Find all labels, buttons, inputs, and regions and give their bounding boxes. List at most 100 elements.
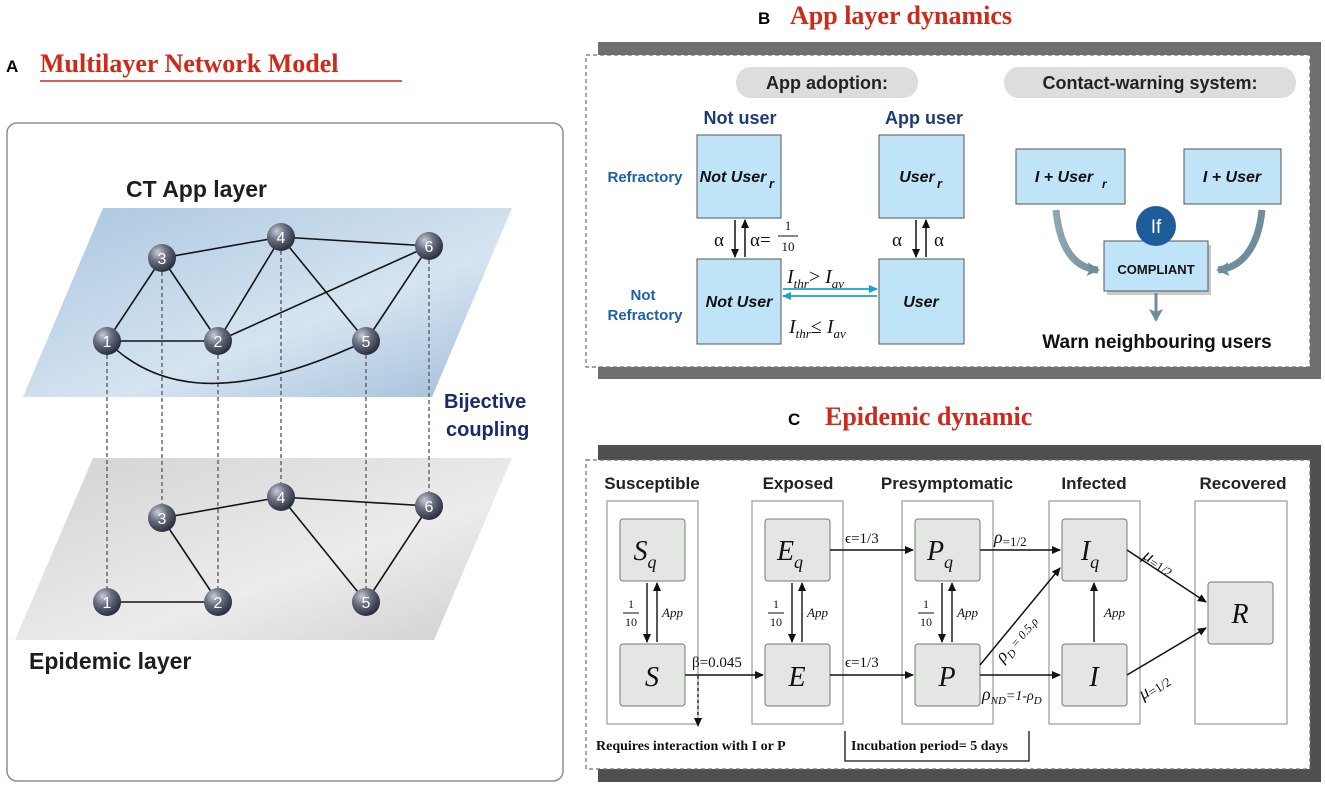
vertical-app-arrows	[643, 582, 1098, 643]
e-frac-num: 1	[773, 597, 779, 611]
column-outlines	[606, 500, 1288, 725]
app-node-label: 2	[214, 334, 223, 351]
p-frac-num: 1	[923, 597, 929, 611]
i-app: App	[1103, 605, 1125, 620]
epi-node-label: 5	[362, 595, 371, 612]
coupling-label-2: coupling	[446, 419, 529, 441]
i-user-text: I + User	[1203, 169, 1262, 186]
eps-bottom-label: ϵ=1/3	[845, 655, 879, 671]
refractory-label: Refractory	[607, 169, 683, 186]
app-node-label: 3	[158, 251, 167, 268]
e-frac-den: 10	[770, 615, 782, 629]
rho-nd-label: ρND=1-ρD	[981, 684, 1042, 707]
p-app: App	[956, 605, 978, 620]
epi-node-label: 1	[103, 595, 112, 612]
requires-note: Requires interaction with I or P	[596, 739, 786, 754]
if-circle	[1136, 206, 1176, 246]
p-frac-den: 10	[920, 615, 932, 629]
app-node-label: 1	[103, 334, 112, 351]
not-user-text: Not User	[706, 294, 773, 311]
app-adoption-pill	[736, 67, 918, 98]
i-user-r-sub: r	[1102, 177, 1108, 191]
panel-c-content	[585, 459, 1311, 770]
not-user-header: Not user	[703, 108, 776, 128]
user-refractory-box	[878, 134, 965, 219]
incubation-bracket	[844, 731, 1030, 762]
epi-node-label: 2	[214, 595, 223, 612]
panel-c-title: Epidemic dynamic	[825, 402, 1032, 431]
epidemic-layer-nodes: 1 2 3 4 5 6	[93, 483, 443, 616]
not-refractory-label-2: Refractory	[607, 307, 683, 324]
app-layer-edges	[106, 236, 430, 385]
user-refractory-text: User	[899, 169, 935, 186]
alpha-user-right: α	[934, 230, 944, 251]
epi-node-label: 4	[277, 490, 286, 507]
not-refractory-label-1: Not	[631, 287, 656, 304]
app-layer-plane	[23, 208, 512, 397]
alpha-frac-den: 10	[782, 239, 795, 254]
warn-text: Warn neighbouring users	[1042, 332, 1271, 353]
state-eq: Eq	[776, 536, 803, 572]
panel-b-letter: B	[758, 9, 770, 28]
col-presymptomatic: Presymptomatic	[881, 474, 1013, 493]
col-susceptible: Susceptible	[604, 474, 699, 493]
user-refractory-sub: r	[937, 176, 943, 191]
panel-a-letter: A	[6, 57, 18, 76]
app-node-label: 6	[425, 239, 434, 256]
state-p: P	[937, 662, 955, 693]
app-user-header: App user	[885, 108, 963, 128]
i-user-r-box	[1015, 148, 1126, 205]
i-user-r-text: I + User	[1035, 169, 1094, 186]
alpha-user-left: α	[892, 230, 902, 251]
app-layer-nodes: 1 2 3 4 5 6	[93, 223, 443, 355]
s-frac-num: 1	[628, 597, 634, 611]
panel-c-letter: C	[788, 410, 800, 429]
abandon-condition: Ithr≤ Iav	[788, 316, 846, 341]
not-user-refractory-text: Not User	[700, 169, 767, 186]
epi-node-label: 3	[158, 511, 167, 528]
s-frac-den: 10	[625, 615, 637, 629]
contact-warning-pill	[1004, 67, 1296, 98]
alpha-frac-num: 1	[785, 218, 792, 233]
not-user-box	[696, 258, 782, 345]
app-layer-label: CT App layer	[126, 176, 267, 202]
alpha-left: α	[714, 230, 724, 251]
state-pq: Pq	[926, 536, 953, 572]
compliant-box	[1103, 240, 1209, 292]
curved-arrow-left	[1052, 209, 1100, 277]
panel-c: C Epidemic dynamic Susceptible Exposed P…	[585, 402, 1321, 782]
not-user-refractory-box	[696, 134, 782, 219]
col-exposed: Exposed	[763, 474, 834, 493]
coupling-lines	[106, 237, 430, 602]
app-node-label: 5	[362, 334, 371, 351]
incubation-note: Incubation period= 5 days	[851, 739, 1009, 754]
s-app: App	[661, 605, 683, 620]
transition-arrows	[685, 546, 1207, 679]
epi-node-label: 6	[425, 499, 434, 516]
beta-label: β=0.045	[692, 655, 742, 671]
adopt-condition: Ithr> Iav	[786, 266, 844, 291]
e-app: App	[806, 605, 828, 620]
coupling-label-1: Bijective	[444, 391, 526, 413]
panel-a-title: Multilayer Network Model	[40, 49, 338, 78]
epidemic-layer-plane	[15, 458, 512, 640]
state-e: E	[787, 662, 805, 693]
user-box	[878, 258, 965, 345]
epidemic-layer-edges	[107, 496, 430, 603]
state-boxes	[619, 518, 1274, 707]
eps-top-label: ϵ=1/3	[845, 531, 879, 547]
app-node-label: 4	[277, 230, 286, 247]
contact-warning-label: Contact-warning system:	[1042, 73, 1257, 93]
not-user-refractory-sub: r	[769, 176, 775, 191]
state-iq: Iq	[1080, 536, 1099, 572]
state-r: R	[1230, 599, 1248, 630]
col-infected: Infected	[1061, 474, 1126, 493]
epidemic-layer-label: Epidemic layer	[29, 648, 191, 674]
alpha-eq: α=	[750, 230, 771, 251]
rho-label: ρ=1/2	[993, 527, 1027, 549]
compliant-text: COMPLIANT	[1117, 262, 1194, 277]
col-recovered: Recovered	[1200, 474, 1287, 493]
panel-b-title: App layer dynamics	[790, 1, 1012, 30]
app-adoption-label: App adoption:	[766, 73, 888, 93]
panel-b: B App layer dynamics App adoption: Conta…	[585, 1, 1321, 379]
